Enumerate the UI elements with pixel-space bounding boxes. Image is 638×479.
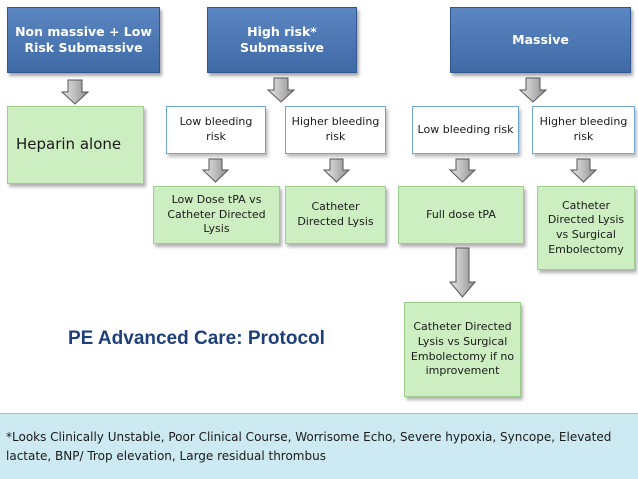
arrow-down-icon bbox=[448, 158, 477, 183]
treatment-low-dose-tpa: Low Dose tPA vs Catheter Directed Lysis bbox=[153, 186, 280, 244]
bleeding-higher-risk-2: Higher bleeding risk bbox=[532, 106, 635, 154]
category-high-risk-submassive: High risk* Submassive bbox=[207, 7, 357, 73]
treatment-catheter-directed-lysis: Catheter Directed Lysis bbox=[285, 186, 386, 244]
arrow-down-icon bbox=[201, 158, 230, 183]
arrow-down-icon bbox=[322, 158, 351, 183]
category-massive: Massive bbox=[450, 7, 631, 73]
arrow-down-icon bbox=[448, 247, 477, 298]
treatment-heparin-alone: Heparin alone bbox=[7, 106, 144, 184]
footnote: *Looks Clinically Unstable, Poor Clinica… bbox=[0, 413, 638, 479]
arrow-down-icon bbox=[569, 158, 598, 183]
treatment-if-no-improvement: Catheter Directed Lysis vs Surgical Embo… bbox=[404, 302, 521, 397]
treatment-full-dose-tpa: Full dose tPA bbox=[398, 186, 524, 244]
bleeding-higher-risk-1: Higher bleeding risk bbox=[285, 106, 386, 154]
category-non-massive: Non massive + Low Risk Submassive bbox=[7, 7, 160, 73]
arrow-down-icon bbox=[60, 79, 90, 105]
bleeding-low-risk-2: Low bleeding risk bbox=[412, 106, 519, 154]
treatment-catheter-vs-surgical: Catheter Directed Lysis vs Surgical Embo… bbox=[537, 186, 635, 270]
page-title: PE Advanced Care: Protocol bbox=[68, 328, 325, 349]
bleeding-low-risk-1: Low bleeding risk bbox=[166, 106, 266, 154]
arrow-down-icon bbox=[266, 77, 296, 103]
arrow-down-icon bbox=[518, 77, 548, 103]
